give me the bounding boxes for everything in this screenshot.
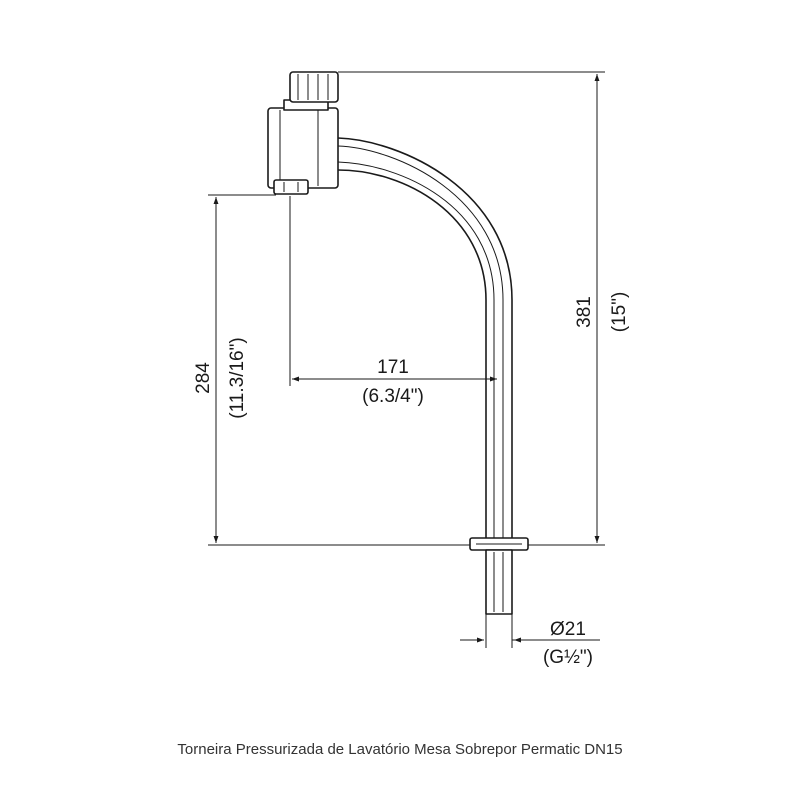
- dimension-171-imperial: (6.3/4"): [362, 386, 424, 407]
- dimension-284-value: 284: [193, 362, 214, 394]
- faucet-outline: [267, 71, 529, 615]
- dimension-381-value: 381: [574, 296, 595, 328]
- dimension-spout-height: [208, 194, 470, 546]
- dimension-21-value: Ø21: [550, 619, 586, 640]
- dimension-284-imperial: (11.3/16"): [227, 337, 248, 418]
- threaded-shank: [485, 549, 513, 615]
- valve-body: [267, 107, 339, 189]
- spout-pipe-highlight: [337, 145, 504, 538]
- dimension-thread: [460, 614, 600, 648]
- dimension-total-height: [338, 71, 605, 546]
- aerator: [273, 179, 309, 195]
- dimension-21-imperial: (G½"): [543, 647, 593, 668]
- product-caption: Torneira Pressurizada de Lavatório Mesa …: [177, 741, 623, 758]
- dimension-171-value: 171: [377, 357, 409, 378]
- spout-pipe-highlight-2: [337, 161, 495, 538]
- spout-pipe: [329, 137, 513, 541]
- dimension-reach: [289, 196, 497, 386]
- dimension-381-imperial: (15"): [609, 292, 630, 333]
- push-button: [289, 71, 339, 103]
